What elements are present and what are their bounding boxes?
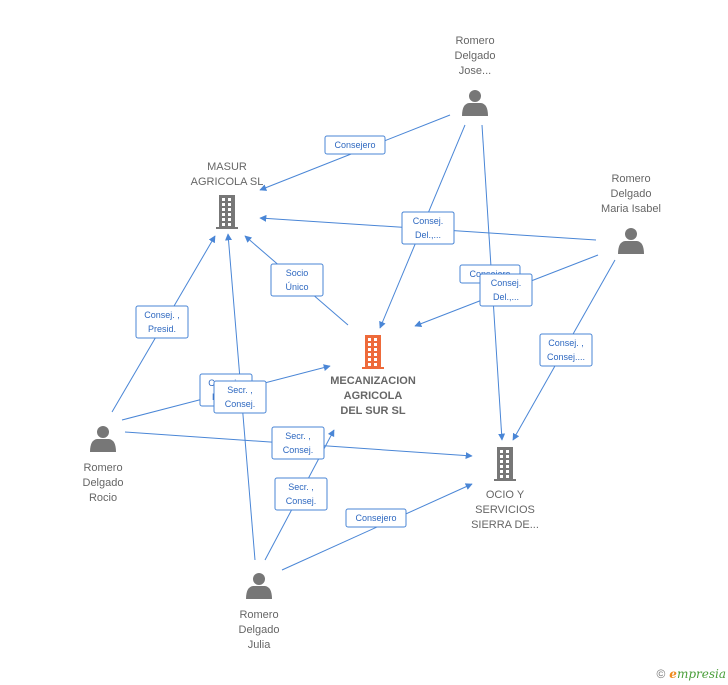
brand-name: mpresia [676,667,726,681]
relation-badges: ConsejeroConsej.Del.,...ConsejeroConsej.… [135,135,593,528]
badge-box [479,273,533,307]
node-label: Delgado [239,624,280,636]
node-jose[interactable]: RomeroDelgadoJose... [455,35,496,116]
badge-text: Consej. [283,445,314,455]
badge-box [271,426,325,460]
badge-text: Secr. , [288,482,314,492]
node-label: AGRICOLA [344,390,403,402]
badge-box [345,508,407,528]
node-label: SIERRA DE... [471,519,539,531]
badge-text: Del.,... [493,292,519,302]
badge-text: Único [285,282,308,292]
brand-e: e [669,667,677,681]
badge-box [213,380,267,414]
badge-text: Consej. [491,278,522,288]
badge-box [135,305,189,339]
person-icon [618,228,644,254]
badge-text: Consejero [355,513,396,523]
node-label: MECANIZACION [330,375,416,387]
node-label: Rocio [89,492,117,504]
badge-text: Consej. [225,399,256,409]
person-icon [90,426,116,452]
node-label: Delgado [83,477,124,489]
badge-text: Consej.... [547,352,585,362]
badge-text: Consej. , [548,338,584,348]
badge-text: Consejero [334,140,375,150]
node-label: MASUR [207,161,247,173]
building-icon [216,195,238,229]
node-label: DEL SUR SL [340,405,405,417]
relation-badge[interactable]: Secr. , Consej. [213,380,267,414]
building-icon [494,447,516,481]
relation-badge[interactable]: Consej. Del.,... [479,273,533,307]
badge-text: Consej. [413,216,444,226]
node-mecanizacion[interactable]: MECANIZACION AGRICOLA DEL SUR SL [330,335,416,417]
badge-box [324,135,386,155]
nodes: MECANIZACION AGRICOLA DEL SUR SL MASUR AGRIC… [83,35,661,651]
node-label: Jose... [459,65,491,77]
relation-badge[interactable]: Consejero [345,508,407,528]
badge-text: Consej. , [144,310,180,320]
node-label: Romero [455,35,494,47]
footer-brand: ©empresia [656,667,726,681]
relation-badge[interactable]: Consejero [324,135,386,155]
badge-box [274,477,328,511]
badge-box [539,333,593,367]
node-label: Delgado [611,188,652,200]
badge-text: Del.,... [415,230,441,240]
node-label: AGRICOLA SL [191,176,264,188]
node-label: Romero [611,173,650,185]
node-label: Julia [248,639,272,651]
node-masur[interactable]: MASUR AGRICOLA SL [191,161,264,229]
person-icon [246,573,272,599]
node-label: SERVICIOS [475,504,535,516]
badge-text: Secr. , [227,385,253,395]
relation-badge[interactable]: Consej. , Presid. [135,305,189,339]
badge-text: Presid. [148,324,176,334]
node-label: Romero [239,609,278,621]
relation-badge[interactable]: Consej. , Consej.... [539,333,593,367]
node-label: Romero [83,462,122,474]
node-label: Maria Isabel [601,203,661,215]
node-label: OCIO Y [486,489,525,501]
relation-badge[interactable]: Secr. , Consej. [274,477,328,511]
relation-badge[interactable]: Consej. Del.,... [401,211,455,245]
badge-text: Secr. , [285,431,311,441]
node-label: Delgado [455,50,496,62]
copyright-symbol: © [656,667,666,681]
badge-text: Consej. [286,496,317,506]
relation-badge[interactable]: Secr. , Consej. [271,426,325,460]
badge-box [270,263,324,297]
person-icon [462,90,488,116]
badge-text: Socio [286,268,309,278]
badge-box [401,211,455,245]
node-ocio[interactable]: OCIO Y SERVICIOS SIERRA DE... [471,447,539,531]
building-icon [362,335,384,369]
